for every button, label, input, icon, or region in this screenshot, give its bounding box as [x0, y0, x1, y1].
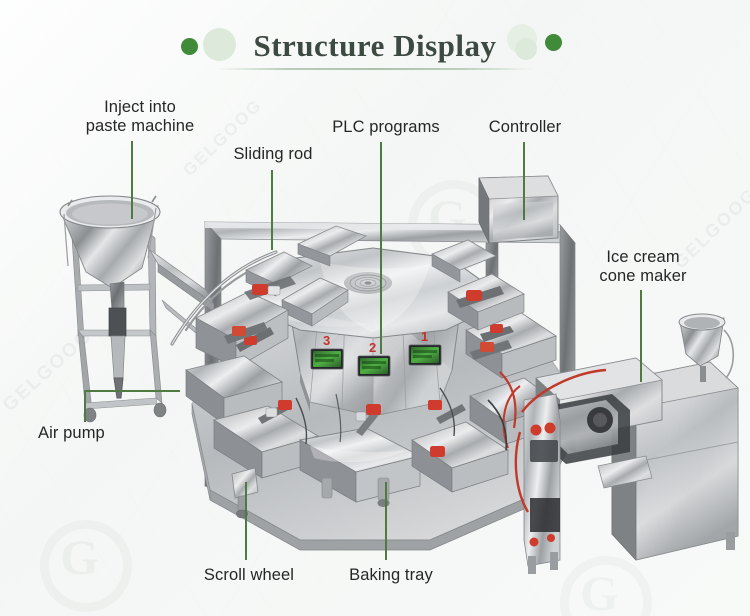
leader-line-air-pump-vertical: [84, 390, 86, 422]
callout-label-plc-programs: PLC programs: [332, 118, 440, 136]
press-arms: [224, 276, 512, 457]
baking-tray-left: [195, 291, 289, 369]
callout-label-sliding-rod: Sliding rod: [233, 145, 313, 163]
leader-line-plc-programs: [380, 142, 382, 354]
leader-line-sliding-rod: [271, 170, 273, 250]
leader-line-inject-into-paste-machine: [131, 141, 133, 219]
callout-label-baking-tray: Baking tray: [349, 566, 433, 584]
leader-line-air-pump-horizontal: [84, 390, 180, 392]
title-dots-right: [503, 22, 569, 70]
center-logo-disk: [344, 272, 392, 294]
dot-light-right: [514, 38, 537, 60]
callout-label-scroll-wheel: Scroll wheel: [203, 566, 295, 584]
callout-label-ice-cream-cone-maker: Ice cream cone maker: [599, 248, 687, 285]
callout-label-air-pump: Air pump: [38, 424, 105, 442]
baking-tray-br: [431, 239, 497, 283]
ice-cream-cone-maker: [487, 357, 739, 574]
leader-line-controller: [523, 142, 525, 220]
callout-label-controller: Controller: [488, 118, 562, 136]
baking-tray-left-lower: [184, 355, 284, 425]
page-title: Structure Display: [253, 28, 497, 63]
dot-dark-right: [544, 34, 562, 51]
leader-line-baking-tray: [385, 482, 387, 560]
leader-line-ice-cream-cone-maker: [640, 290, 642, 382]
page-title-block: Structure Display: [0, 16, 750, 76]
panel-number-3: 3: [323, 333, 330, 348]
dot-light-left: [203, 28, 237, 61]
leader-line-scroll-wheel: [245, 482, 247, 560]
baking-tray-bl1: [281, 277, 349, 327]
panel-number-1: 1: [421, 329, 428, 344]
title-dots-left: [181, 22, 247, 70]
machine-wires: [295, 387, 456, 445]
callout-label-inject-into-paste-machine: Inject into paste machine: [85, 98, 195, 135]
baking-tray-top: [296, 225, 367, 267]
cone-maker-hopper: [678, 313, 735, 382]
panel-number-2: 2: [369, 340, 376, 355]
dot-dark-left: [181, 38, 199, 55]
title-underline: [216, 68, 534, 70]
carousel-control-panels: 3 2 1: [310, 329, 442, 377]
